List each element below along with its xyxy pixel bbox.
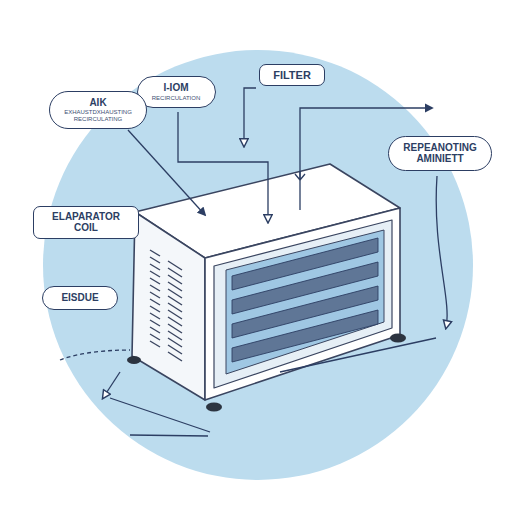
vent-slot: [150, 292, 160, 298]
vent-slot: [150, 313, 160, 319]
vent-slot: [150, 250, 160, 256]
callout-label: EISDUE: [61, 292, 98, 304]
callout-bubble: EISDUE: [42, 286, 118, 310]
vent-slot: [168, 352, 182, 361]
louvers: [232, 238, 378, 362]
callout-subtext: RECIRCULATION: [152, 95, 201, 102]
vent-slot: [150, 264, 160, 270]
callout-box: FILTER: [259, 64, 325, 87]
callout-label: REPEANOTING AMINIETT: [403, 142, 477, 165]
callout-label: ELAPARATOR COIL: [43, 211, 129, 234]
vent-slot: [150, 327, 160, 333]
callout-subtext: EXHAUSTDXHAUSTING RECIRCULATING: [64, 109, 132, 123]
background-circle: [43, 50, 473, 480]
callout-label: AIK: [89, 97, 106, 109]
vent-slot: [150, 271, 160, 277]
louver-slat: [232, 310, 378, 362]
callout-bubble: I-IOMRECIRCULATION: [137, 76, 216, 107]
vent-slot: [150, 306, 160, 312]
callout-box: ELAPARATOR COIL: [33, 206, 139, 239]
vent-slot: [150, 320, 160, 326]
ac-unit: [132, 164, 400, 400]
vent-slot: [150, 341, 160, 347]
callout-bubble: AIKEXHAUSTDXHAUSTING RECIRCULATING: [49, 91, 147, 129]
callout-label: FILTER: [273, 69, 311, 82]
callout-bubble: REPEANOTING AMINIETT: [388, 136, 492, 171]
vent-slot: [150, 285, 160, 291]
vent-slot: [150, 257, 160, 263]
vent-slot: [150, 278, 160, 284]
leader-lines: [60, 88, 447, 436]
feet: [127, 334, 406, 412]
vent-slot: [150, 334, 160, 340]
side-vents: [150, 250, 182, 361]
vent-slot: [150, 299, 160, 305]
callout-label: I-IOM: [164, 82, 189, 94]
